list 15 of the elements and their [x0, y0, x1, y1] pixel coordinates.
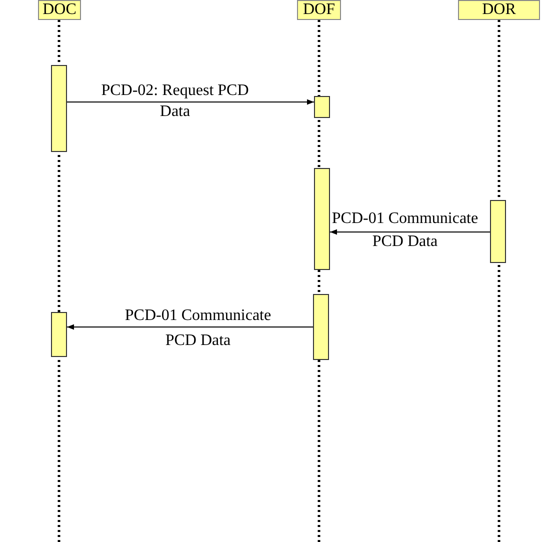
activation-bar — [313, 294, 329, 360]
activation-bar — [51, 312, 67, 357]
message-arrow — [66, 324, 314, 330]
activation-bar — [314, 168, 330, 270]
activation-bar — [314, 96, 330, 118]
activation-bar — [490, 200, 506, 263]
participant-box: DOF — [297, 0, 341, 20]
participant-box: DOC — [38, 0, 81, 20]
message-arrow — [66, 99, 314, 105]
participant-box: DOR — [458, 0, 540, 20]
edge-label: PCD-02: Request PCD Data — [100, 81, 250, 122]
message-arrow — [330, 229, 490, 235]
activation-bar — [51, 65, 67, 152]
edge-label: PCD-01 Communicate PCD Data — [124, 306, 272, 351]
edge-label: PCD-01 Communicate PCD Data — [330, 209, 480, 252]
